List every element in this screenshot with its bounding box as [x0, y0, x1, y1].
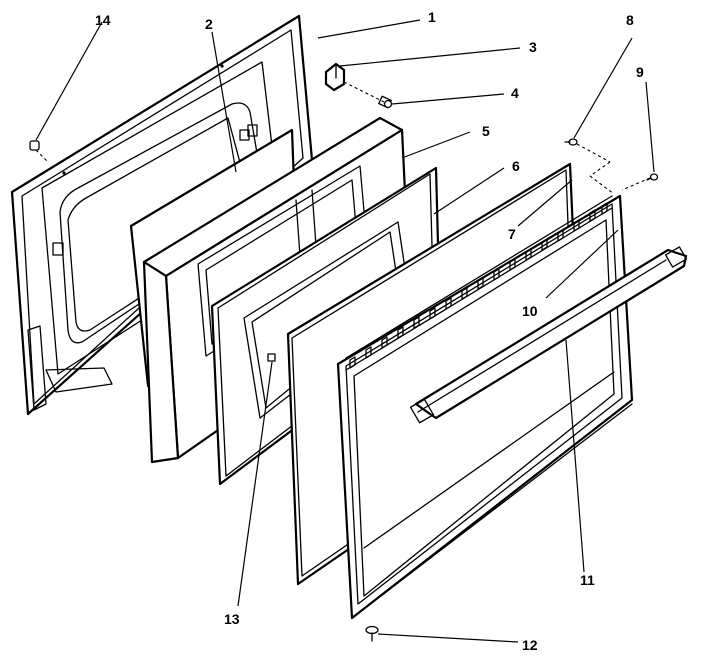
part-3-clip	[324, 62, 346, 92]
callout-10: 10	[522, 303, 538, 319]
callout-labels: 1 2 3 4 5 6 7 8 9 10 11 12 13 14	[95, 9, 644, 653]
callout-4: 4	[511, 85, 519, 101]
part-13-screw	[267, 353, 276, 362]
part-8-screw	[564, 138, 578, 146]
part-12-screw	[365, 625, 379, 642]
callout-8: 8	[626, 12, 634, 28]
callout-1: 1	[428, 9, 436, 25]
part-11-door-handle	[409, 246, 688, 424]
callout-14: 14	[95, 12, 111, 28]
vent-slots	[345, 195, 613, 371]
callout-7: 7	[508, 226, 516, 242]
callout-13: 13	[224, 611, 240, 627]
callout-12: 12	[522, 637, 538, 653]
callout-3: 3	[529, 39, 537, 55]
callout-6: 6	[512, 158, 520, 174]
callout-11: 11	[580, 572, 595, 588]
part-14-screw	[29, 140, 40, 151]
callout-2: 2	[205, 16, 213, 32]
leader-lines	[35, 19, 655, 643]
part-4-screw	[378, 95, 393, 109]
callout-9: 9	[636, 64, 644, 80]
callout-5: 5	[482, 123, 490, 139]
part-10-outer-door-panel	[336, 194, 634, 620]
